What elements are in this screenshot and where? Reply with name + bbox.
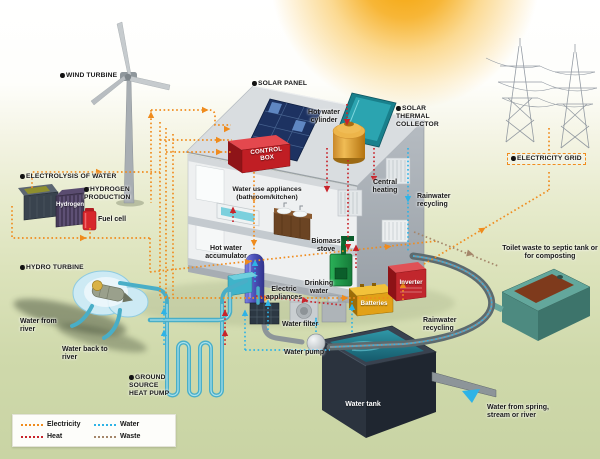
legend-item-electricity: Electricity — [21, 421, 94, 428]
bullet-icon — [129, 375, 134, 380]
bullet-icon — [396, 106, 401, 111]
water-pump-label: Water pump — [284, 349, 325, 356]
legend-label-waste: Waste — [120, 433, 141, 440]
water-back-to-river-label: Water back to river — [62, 346, 108, 362]
ground-source-heat-pump-label: GROUND SOURCE HEAT PUMP — [129, 374, 170, 397]
legend-label-electricity: Electricity — [47, 421, 81, 428]
bullet-icon — [84, 187, 89, 192]
hydro-turbine-label: HYDRO TURBINE — [20, 264, 84, 272]
hydrogen-store-label: Hydrogen — [55, 202, 84, 208]
legend-label-water: Water — [120, 421, 140, 428]
waste-line-icon — [94, 435, 116, 438]
water-use-appliances-label: Water use appliances (bathroom/kitchen) — [232, 186, 302, 202]
drinking-water-label: Drinking water — [304, 280, 334, 296]
hot-water-cylinder-label: Hot water cylinder — [308, 109, 340, 125]
inverter-label: Inverter — [399, 279, 423, 286]
waste-flow-lines — [413, 231, 499, 267]
solar-thermal-collector-label: SOLAR THERMAL COLLECTOR — [396, 105, 439, 128]
legend-label-heat: Heat — [47, 433, 63, 440]
bullet-icon — [252, 81, 257, 86]
electricity-grid-label: ELECTRICITY GRID — [507, 153, 586, 165]
bullet-icon — [20, 174, 25, 179]
heat-flow-lines — [224, 104, 375, 345]
biomass-stove-label: Biomass stove — [311, 238, 341, 254]
water-from-spring-label: Water from spring, stream or river — [487, 404, 549, 420]
bullet-icon — [60, 73, 65, 78]
batteries-label: Batteries — [360, 300, 388, 307]
electrolysis-of-water-label: ELECTROLYSIS OF WATER — [20, 173, 116, 181]
inverter-figure — [388, 262, 427, 302]
water-tank-label: Water tank — [345, 401, 381, 408]
septic-tank-figure — [491, 268, 591, 341]
bullet-icon — [511, 156, 516, 161]
hydrogen-production-label: HYDROGEN PRODUCTION — [84, 186, 131, 201]
solar-panel-label: SOLAR PANEL — [252, 80, 307, 88]
legend-item-waste: Waste — [94, 433, 167, 440]
hydro-turbine-figure — [70, 270, 149, 340]
bathtub-figure — [216, 202, 260, 227]
wind-turbine-label: WIND TURBINE — [60, 72, 117, 80]
electricity-pylons-figure — [485, 38, 598, 149]
water-filter-label: Water filter — [282, 321, 319, 328]
sink-cabinet-figure — [273, 202, 312, 241]
ground-source-heat-pump-figure — [118, 279, 248, 398]
electricity-line-icon — [21, 423, 43, 426]
biomass-stove-figure — [329, 236, 354, 287]
hot-water-accumulator-label: Hot water accumulator — [205, 245, 247, 261]
fuel-cell-figure — [82, 208, 97, 231]
toilet-waste-label: Toilet waste to septic tank or for compo… — [502, 245, 598, 261]
rainwater-recycling-lower-label: Rainwater recycling — [423, 317, 457, 333]
water-from-river-label: Water from river — [20, 318, 57, 334]
electric-appliances-label: Electric appliances — [265, 286, 303, 302]
heat-line-icon — [21, 435, 43, 438]
fuel-cell-label: Fuel cell — [98, 216, 127, 223]
control-box-figure — [228, 135, 291, 174]
legend-item-water: Water — [94, 421, 167, 428]
legend: Electricity Water Heat Waste — [12, 414, 176, 447]
spring-water-arrow — [462, 389, 480, 403]
water-arrows — [160, 196, 480, 403]
rainwater-recycling-upper-label: Rainwater recycling — [417, 193, 451, 209]
central-heating-label: Central heating — [372, 179, 398, 195]
hot-water-cylinder-figure — [332, 121, 366, 164]
bullet-icon — [20, 265, 25, 270]
legend-item-heat: Heat — [21, 433, 94, 440]
electrolysis-figure — [18, 184, 59, 221]
heat-arrows — [221, 119, 378, 336]
electricity-arrows — [80, 106, 486, 302]
drinking-water-unit-figure — [321, 295, 347, 323]
radiators-figure — [337, 157, 411, 243]
water-line-icon — [94, 423, 116, 426]
